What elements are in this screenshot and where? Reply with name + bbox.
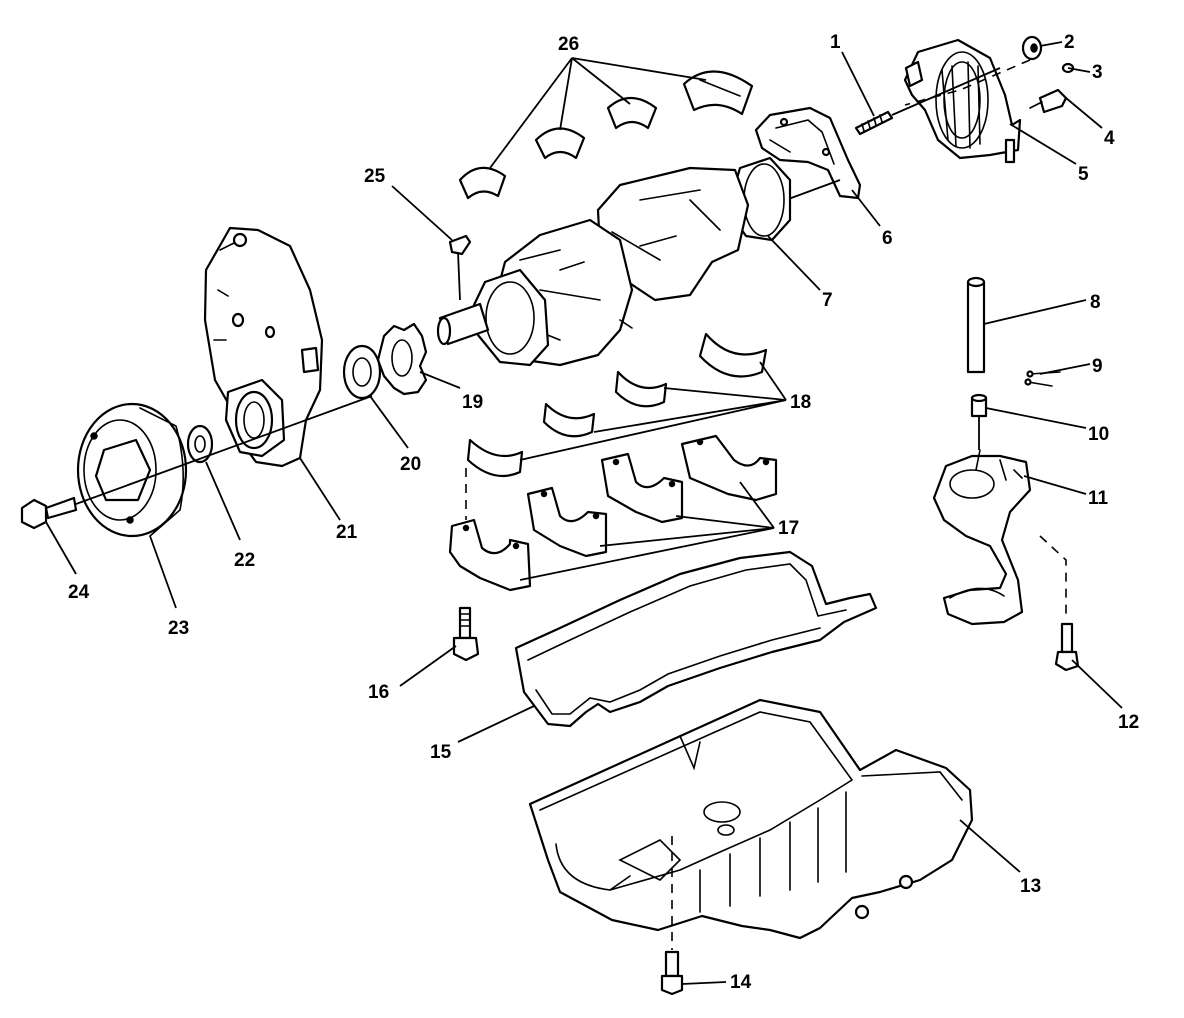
callout-18: 18 bbox=[790, 392, 811, 413]
callout-5: 5 bbox=[1078, 164, 1089, 185]
crank-key bbox=[448, 234, 472, 256]
callout-4: 4 bbox=[1104, 128, 1115, 149]
nut bbox=[1021, 35, 1043, 61]
retainer-pins bbox=[1024, 370, 1061, 387]
harmonic-balancer bbox=[76, 402, 188, 538]
pump-drive-shaft bbox=[966, 276, 986, 374]
upper-bearing-4 bbox=[682, 70, 754, 116]
callout-10: 10 bbox=[1088, 424, 1109, 445]
upper-bearing-2 bbox=[534, 127, 586, 160]
upper-bearing-1 bbox=[458, 166, 507, 200]
main-cap-bolt bbox=[452, 606, 480, 662]
callout-labels: 1 2 3 4 5 6 7 8 9 10 11 12 13 14 15 16 1… bbox=[68, 32, 1139, 993]
main-cap-4 bbox=[680, 434, 778, 502]
callout-24: 24 bbox=[68, 582, 90, 603]
callout-14: 14 bbox=[730, 972, 752, 993]
callout-16: 16 bbox=[368, 682, 389, 703]
callout-7: 7 bbox=[822, 290, 833, 311]
oil-pan-gasket bbox=[514, 550, 878, 728]
stud-axis bbox=[891, 67, 1001, 116]
callout-20: 20 bbox=[400, 454, 421, 475]
callout-9: 9 bbox=[1092, 356, 1103, 377]
oil-pump bbox=[932, 449, 1032, 626]
rear-seal-gasket bbox=[754, 106, 862, 200]
callout-26: 26 bbox=[558, 34, 579, 55]
dash-line bbox=[904, 59, 1031, 106]
oil-deflector bbox=[342, 344, 382, 400]
lower-bearing-3 bbox=[614, 370, 668, 408]
oil-pan-bolt bbox=[660, 950, 684, 996]
callout-3: 3 bbox=[1092, 62, 1103, 83]
main-cap-2 bbox=[526, 486, 608, 558]
callout-23: 23 bbox=[168, 618, 189, 639]
callout-25: 25 bbox=[364, 166, 386, 187]
callout-22: 22 bbox=[234, 550, 255, 571]
main-cap-1 bbox=[448, 518, 532, 592]
callout-1: 1 bbox=[830, 32, 841, 53]
pump-bolt bbox=[1054, 622, 1080, 672]
callout-19: 19 bbox=[462, 392, 483, 413]
pump-bolt-axis bbox=[1039, 535, 1067, 618]
callout-11: 11 bbox=[1088, 488, 1109, 509]
balancer-bolt bbox=[20, 496, 78, 530]
crankshaft bbox=[436, 156, 841, 367]
balancer-axis bbox=[75, 395, 373, 505]
callout-6: 6 bbox=[882, 228, 893, 249]
upper-bearing-3 bbox=[606, 96, 658, 130]
leader-lines bbox=[45, 41, 1123, 985]
callout-21: 21 bbox=[336, 522, 358, 543]
callout-17: 17 bbox=[778, 518, 799, 539]
main-cap-3 bbox=[600, 452, 684, 524]
housing-bolt bbox=[1029, 88, 1068, 114]
housing-stud bbox=[854, 110, 894, 136]
callout-13: 13 bbox=[1020, 876, 1041, 897]
callout-15: 15 bbox=[430, 742, 452, 763]
lower-bearing-1 bbox=[466, 438, 524, 478]
crank-spacer bbox=[186, 424, 214, 464]
crank-sprocket bbox=[376, 322, 428, 396]
front-cover bbox=[203, 226, 324, 468]
rear-seal-housing bbox=[903, 38, 1022, 164]
lower-bearing-2 bbox=[542, 402, 596, 438]
oil-pan bbox=[528, 698, 974, 940]
lower-bearing-4 bbox=[698, 332, 768, 378]
callout-12: 12 bbox=[1118, 712, 1139, 733]
shaft-sleeve bbox=[970, 393, 988, 418]
callout-2: 2 bbox=[1064, 32, 1075, 53]
callout-8: 8 bbox=[1090, 292, 1101, 313]
